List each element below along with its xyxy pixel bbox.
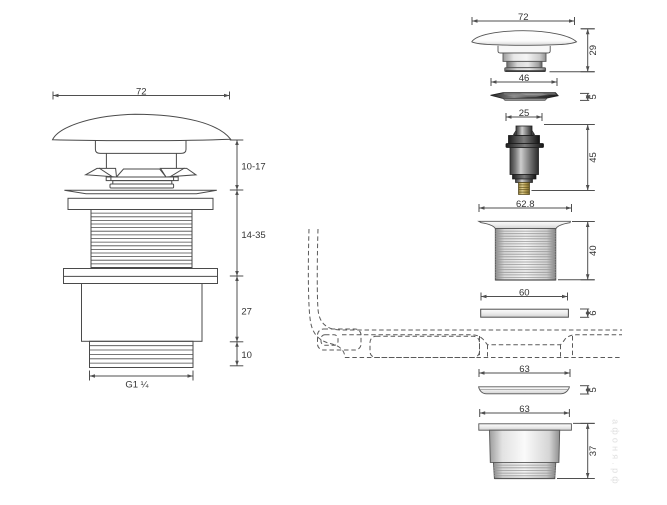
svg-text:27: 27 (241, 307, 252, 318)
svg-text:G1 ¼: G1 ¼ (125, 380, 149, 391)
svg-text:63: 63 (519, 404, 530, 415)
svg-text:63: 63 (519, 364, 530, 375)
svg-text:72: 72 (518, 12, 529, 23)
svg-text:62.8: 62.8 (516, 199, 535, 210)
svg-text:5: 5 (588, 387, 599, 392)
svg-text:14-35: 14-35 (241, 230, 265, 241)
svg-text:72: 72 (136, 87, 147, 98)
svg-text:10: 10 (241, 350, 252, 361)
svg-text:40: 40 (588, 245, 599, 256)
svg-text:6: 6 (588, 311, 599, 316)
svg-text:37: 37 (588, 446, 599, 457)
svg-text:29: 29 (588, 45, 599, 56)
svg-text:афоня.рф: афоня.рф (611, 419, 621, 487)
svg-text:60: 60 (519, 288, 530, 299)
svg-text:45: 45 (588, 152, 599, 163)
svg-text:25: 25 (519, 108, 530, 119)
svg-text:10-17: 10-17 (241, 162, 265, 173)
svg-text:5: 5 (588, 94, 599, 99)
svg-text:46: 46 (519, 73, 530, 84)
